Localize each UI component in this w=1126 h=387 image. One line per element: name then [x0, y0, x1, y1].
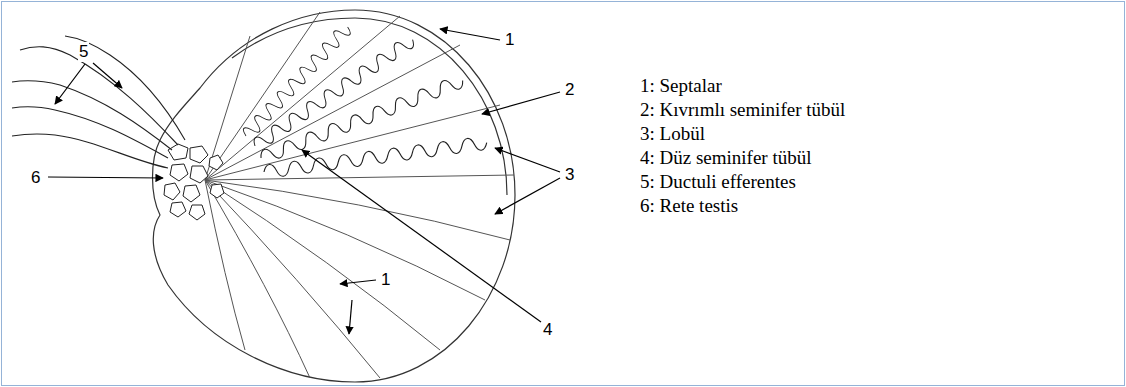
key-entry: 1: Septalar	[640, 75, 722, 97]
key-entry: 6: Rete testis	[640, 195, 738, 217]
testis-drawing	[12, 10, 515, 382]
convoluted-tubules	[241, 22, 488, 178]
callout-number: 3	[564, 165, 575, 185]
callout-number: 2	[564, 80, 575, 100]
callout-number: 1	[504, 30, 515, 50]
key-entry: 2: Kıvrımlı seminifer tübül	[640, 99, 845, 121]
rete-testis-network	[164, 144, 224, 220]
septa-lines	[205, 12, 514, 378]
callout-number: 1	[380, 270, 391, 290]
key-entry: 3: Lobül	[640, 123, 705, 145]
ductuli-efferentes	[12, 36, 185, 168]
callout-number: 5	[78, 42, 89, 62]
key-entry: 5: Ductuli efferentes	[640, 171, 796, 193]
testis-outline	[153, 10, 516, 382]
callout-number: 4	[542, 320, 553, 340]
leader-arrows	[48, 29, 560, 334]
callout-number: 6	[30, 168, 41, 188]
key-entry: 4: Düz seminifer tübül	[640, 147, 812, 169]
tunica-line	[232, 18, 507, 195]
